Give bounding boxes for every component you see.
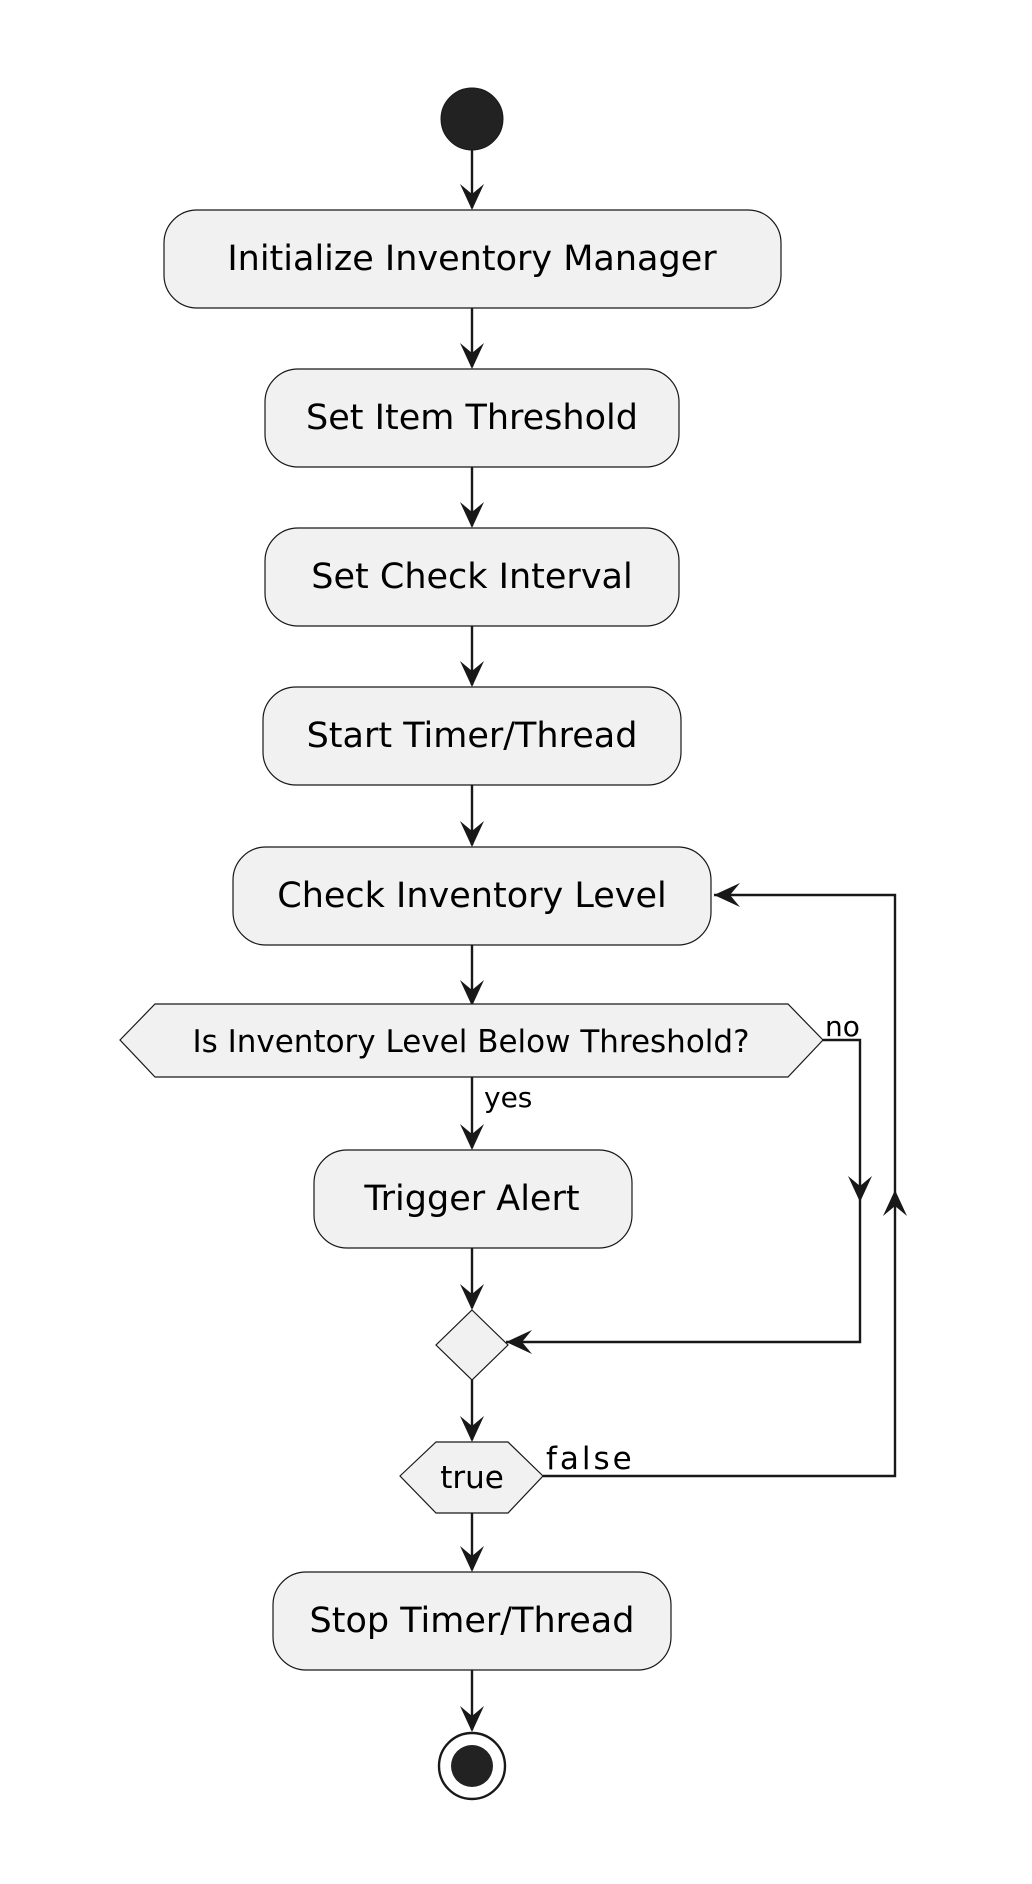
decision-below-threshold: Is Inventory Level Below Threshold?	[119, 1003, 824, 1078]
arrowhead-initialize	[460, 184, 484, 210]
arrowhead-no-branch-down	[848, 1176, 872, 1202]
activity-start-timer: Start Timer/Thread	[262, 686, 682, 786]
arrowhead-no-branch-merge	[506, 1330, 532, 1354]
activity-label: Set Check Interval	[311, 557, 632, 597]
activity-label: Set Item Threshold	[306, 398, 638, 438]
activity-label: Trigger Alert	[363, 1179, 579, 1219]
activity-label: Initialize Inventory Manager	[227, 239, 717, 279]
activity-label: Check Inventory Level	[277, 876, 666, 916]
edge-label-false: false	[546, 1441, 635, 1477]
activity-label: Start Timer/Thread	[307, 716, 638, 756]
arrowheads	[460, 184, 907, 1732]
decision-loop-condition: true	[399, 1441, 544, 1514]
activity-label: Stop Timer/Thread	[310, 1601, 635, 1641]
edge-label-no: no	[825, 1010, 860, 1043]
arrowhead-loop-check	[460, 1416, 484, 1442]
activity-stop-timer: Stop Timer/Thread	[272, 1571, 672, 1671]
arrowhead-loop-up	[883, 1190, 907, 1216]
arrowhead-interval	[460, 502, 484, 528]
arrowhead-start-timer	[460, 661, 484, 687]
arrowhead-check	[460, 821, 484, 847]
end-node	[437, 1731, 507, 1801]
arrowhead-merge	[460, 1284, 484, 1310]
activity-set-threshold: Set Item Threshold	[264, 368, 680, 468]
decision-label: true	[440, 1460, 504, 1496]
activity-set-interval: Set Check Interval	[264, 527, 680, 627]
decision-label: Is Inventory Level Below Threshold?	[192, 1024, 749, 1060]
arrowhead-threshold	[460, 343, 484, 369]
arrowhead-end	[460, 1706, 484, 1732]
activity-initialize: Initialize Inventory Manager	[163, 209, 782, 309]
arrowhead-alert	[460, 1124, 484, 1150]
merge-diamond	[435, 1309, 509, 1381]
edge-loop-back-false	[543, 893, 897, 1478]
start-node	[440, 87, 504, 151]
activity-trigger-alert: Trigger Alert	[313, 1149, 633, 1249]
arrowhead-stop	[460, 1546, 484, 1572]
arrowhead-decision	[460, 980, 484, 1006]
edge-label-yes: yes	[484, 1081, 532, 1114]
arrowhead-loop-check-level	[714, 883, 740, 907]
activity-check-level: Check Inventory Level	[232, 846, 712, 946]
